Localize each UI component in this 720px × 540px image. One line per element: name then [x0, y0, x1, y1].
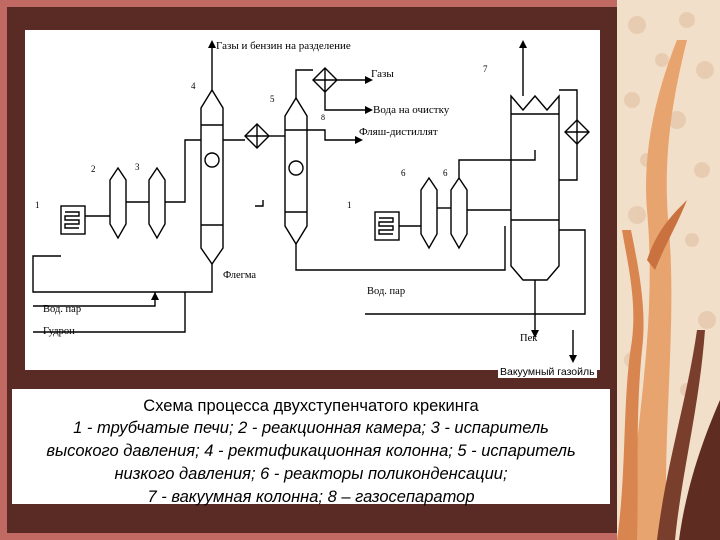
furnace-1-left — [60, 205, 86, 235]
number-6-left: 6 — [401, 168, 406, 178]
number-5: 5 — [270, 94, 275, 104]
number-1-right: 1 — [347, 200, 352, 210]
label-flash-distillate: Фляш-дистиллят — [359, 126, 438, 138]
number-6-right: 6 — [443, 168, 448, 178]
label-gases-gasoline: Газы и бензин на разделение — [216, 40, 351, 52]
label-phlegm: Флегма — [223, 270, 256, 281]
column-5 — [284, 96, 308, 246]
number-1-left: 1 — [35, 200, 40, 210]
caption-line-2: высокого давления; 4 - ректификационная … — [46, 442, 576, 460]
process-diagram: Газы и бензин на разделение Газы Вода на… — [25, 30, 600, 370]
number-3: 3 — [135, 162, 140, 172]
caption-line-1: 1 - трубчатые печи; 2 - реакционная каме… — [73, 419, 549, 437]
reaction-chamber-2 — [109, 166, 127, 240]
reactor-6b — [450, 176, 468, 250]
label-tar: Гудрон — [43, 326, 75, 337]
label-steam-left: Вод. пар — [43, 304, 81, 315]
vacuum-column-7 — [510, 94, 560, 281]
caption-title: Схема процесса двухступенчатого крекинга — [143, 397, 479, 415]
number-2: 2 — [91, 164, 96, 174]
label-water: Вода на очистку — [373, 104, 450, 116]
label-vacuum-gasoil: Вакуумный газойль — [498, 366, 597, 378]
column-4 — [200, 88, 224, 266]
decorative-ornament — [617, 0, 720, 540]
reactor-6a — [420, 176, 438, 250]
evaporator-3 — [148, 166, 166, 240]
caption-line-4: 7 - вакуумная колонна; 8 – газосепаратор — [147, 488, 475, 506]
label-steam-right: Вод. пар — [367, 286, 405, 297]
caption-line-3: низкого давления; 6 - реакторы поликонде… — [114, 465, 508, 483]
label-coke: Пек — [520, 333, 538, 344]
number-8: 8 — [321, 113, 325, 122]
number-4: 4 — [191, 81, 196, 91]
caption-panel: Схема процесса двухступенчатого крекинга… — [12, 389, 610, 506]
ornament-graphic — [617, 0, 720, 540]
number-7: 7 — [483, 64, 488, 74]
label-gases: Газы — [371, 68, 394, 80]
process-schematic: Газы и бензин на разделение Газы Вода на… — [32, 40, 590, 363]
